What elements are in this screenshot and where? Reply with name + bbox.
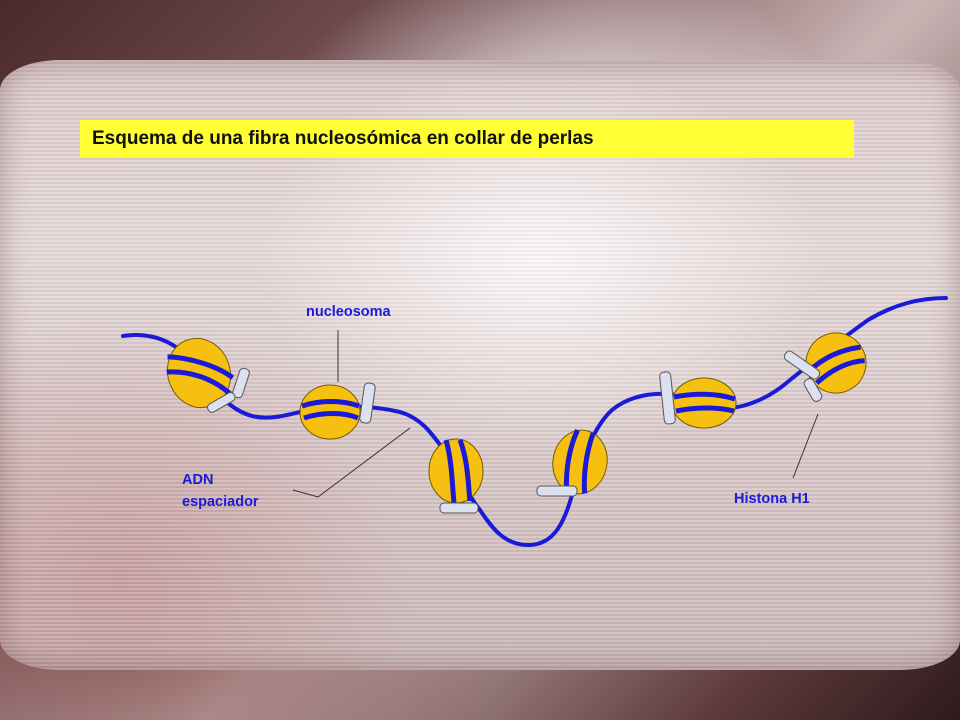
linker-dna-label-line2: espaciador: [182, 494, 259, 510]
nucleosome-bead-icon: [428, 438, 484, 504]
title-bar: Esquema de una fibra nucleosómica en col…: [80, 120, 854, 158]
nucleosome-bead-icon: [552, 429, 608, 495]
nucleosome-bead-icon: [671, 377, 737, 429]
linker-leader-line: [292, 427, 411, 498]
histone-h1-clamp-icon: [659, 371, 676, 425]
histone-h1-label: Histona H1: [734, 491, 810, 507]
histone-h1-clamp-icon: [439, 502, 479, 514]
nucleosome-bead-icon: [299, 384, 361, 440]
slide-title: Esquema de una fibra nucleosómica en col…: [92, 128, 594, 149]
nucleosome-label: nucleosoma: [306, 304, 391, 320]
dna-strand-icon: [121, 296, 948, 548]
histone-h1-clamp-icon: [206, 367, 250, 413]
histone-leader-line: [792, 413, 819, 479]
histone-h1-clamp-icon: [783, 350, 823, 402]
histone-h1-clamp-icon: [359, 382, 376, 424]
nucleosome-bead-icon: [166, 337, 235, 409]
linker-dna-label-line1: ADN: [182, 472, 214, 488]
histone-h1-clamp-icon: [536, 485, 578, 497]
